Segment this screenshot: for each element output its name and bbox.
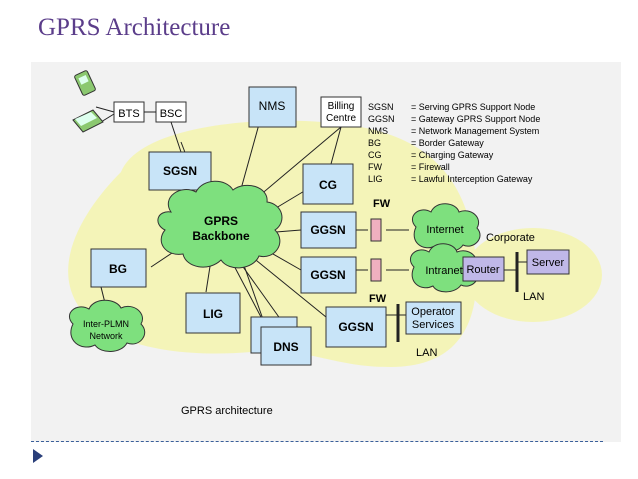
legend-desc: = Network Management System — [411, 126, 539, 136]
mobile-phone-icon — [74, 70, 96, 96]
ggsn-node-1 — [300, 211, 357, 249]
inter-plmn-cloud — [68, 299, 146, 352]
lan-operator-label: LAN — [416, 347, 437, 359]
legend-abbr: LIG — [368, 174, 383, 184]
cg-node — [302, 163, 354, 205]
billing-centre-node — [320, 96, 362, 128]
legend-desc: = Gateway GPRS Support Node — [411, 114, 540, 124]
backbone-label-line2: Backbone — [192, 229, 250, 243]
slide-title: GPRS Architecture — [38, 14, 231, 41]
gprs-architecture-diagram: BTS BSC NMS Billing Centre SGSN = Servin… — [31, 62, 621, 442]
ggsn-label: GGSN — [310, 268, 345, 282]
footer-separator — [31, 441, 603, 442]
operator-label-line2: Services — [412, 319, 455, 331]
interplmn-label-line1: Inter-PLMN — [83, 319, 129, 329]
ggsn-label: GGSN — [310, 223, 345, 237]
bg-node — [90, 248, 147, 288]
lig-label: LIG — [203, 307, 223, 321]
interplmn-label-line2: Network — [89, 331, 123, 341]
billing-cg-link — [330, 126, 342, 165]
legend-desc: = Charging Gateway — [411, 150, 494, 160]
firewall-1 — [370, 218, 382, 242]
diagram-caption: GPRS architecture — [181, 405, 273, 417]
router-node — [462, 256, 505, 282]
laptop-icon — [72, 109, 104, 133]
fw-bottom-label: FW — [369, 293, 387, 305]
legend-abbr: NMS — [368, 126, 388, 136]
lan-bars — [396, 252, 519, 342]
ggsn-node-3 — [325, 306, 387, 348]
legend-desc: = Border Gateway — [411, 138, 484, 148]
corporate-label: Corporate — [486, 232, 535, 244]
legend: SGSN = Serving GPRS Support Node GGSN = … — [368, 102, 540, 184]
bullet-arrow-icon — [33, 449, 43, 463]
cg-label: CG — [319, 178, 337, 192]
legend-desc: = Serving GPRS Support Node — [411, 102, 535, 112]
internet-label: Internet — [426, 224, 463, 236]
sgsn-label: SGSN — [163, 164, 197, 178]
legend-abbr: BG — [368, 138, 381, 148]
legend-abbr: CG — [368, 150, 382, 160]
bsc-sgsn-link — [170, 121, 182, 153]
nms-label: NMS — [259, 99, 286, 113]
bsc-label: BSC — [160, 108, 183, 120]
legend-abbr: SGSN — [368, 102, 394, 112]
intranet-label: Intranet — [425, 265, 462, 277]
billing-label-line1: Billing — [328, 101, 355, 112]
bg-label: BG — [109, 262, 127, 276]
dns-label: DNS — [273, 340, 298, 354]
nms-node — [248, 86, 297, 128]
legend-desc: = Lawful Interception Gateway — [411, 174, 533, 184]
billing-label-line2: Centre — [326, 113, 356, 124]
dns-node — [260, 326, 312, 366]
lig-node — [185, 292, 241, 334]
fw-top-label: FW — [373, 198, 391, 210]
backbone-label-line1: GPRS — [204, 214, 238, 228]
legend-abbr: GGSN — [368, 114, 395, 124]
ggsn-node-2 — [300, 256, 357, 294]
server-label: Server — [532, 257, 565, 269]
operator-services-node — [405, 301, 462, 335]
legend-abbr: FW — [368, 162, 382, 172]
firewall-2 — [370, 258, 382, 282]
legend-desc: = Firewall — [411, 162, 450, 172]
gprs-backbone-cloud — [157, 180, 283, 269]
ggsn-label: GGSN — [338, 320, 373, 334]
lan-corporate-label: LAN — [523, 291, 544, 303]
operator-label-line1: Operator — [411, 306, 455, 318]
bts-label: BTS — [118, 108, 139, 120]
server-node — [526, 249, 570, 275]
router-label: Router — [466, 264, 499, 276]
